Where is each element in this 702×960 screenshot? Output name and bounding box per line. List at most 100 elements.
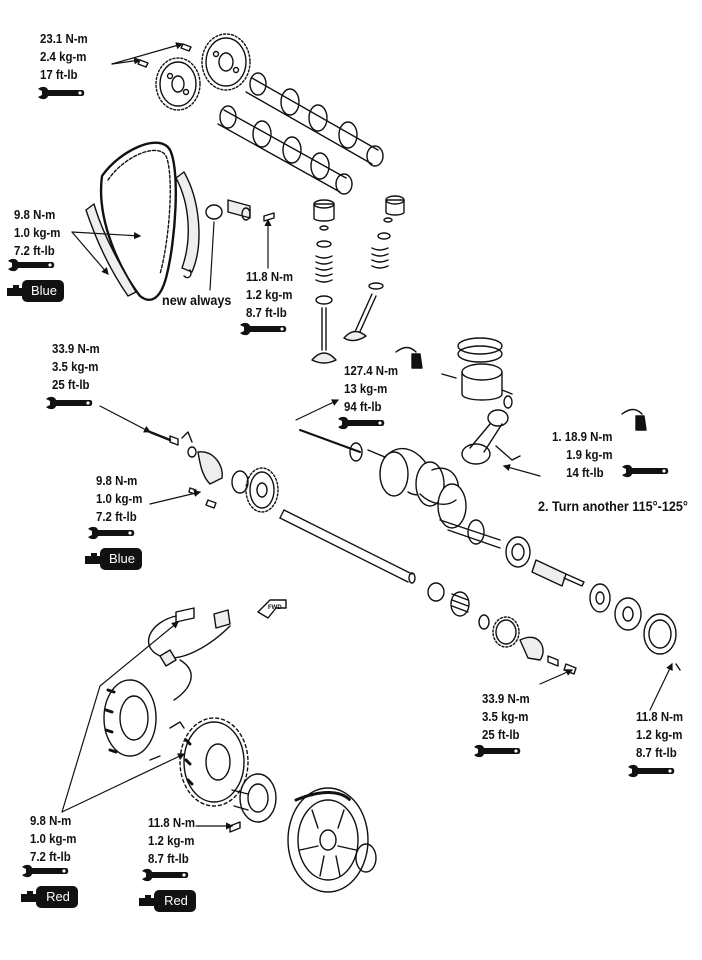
torque-kgm: 1.0 kg-m <box>14 225 61 240</box>
torque-nm: 11.8 N-m <box>148 815 196 830</box>
turn-another-note: 2. Turn another 115°-125° <box>538 498 688 514</box>
camshaft-exhaust <box>217 105 353 195</box>
torque-kgm: 1.2 kg-m <box>636 727 683 742</box>
torque-ftlb: 8.7 ft-lb <box>148 851 189 866</box>
torque-kgm: 2.4 kg-m <box>40 49 87 64</box>
torque-nm: 9.8 N-m <box>96 473 138 488</box>
gear-stack <box>427 582 577 675</box>
output-shaft <box>279 509 416 584</box>
left-crank-parts <box>148 430 279 513</box>
tag-label: Blue <box>30 283 58 298</box>
torque-nm: 9.8 N-m <box>30 813 72 828</box>
threadlock-bottle-icon <box>7 280 64 302</box>
torque-ftlb: 7.2 ft-lb <box>30 849 71 864</box>
chain-guide-front <box>85 203 137 297</box>
torque-ftlb: 7.2 ft-lb <box>96 509 137 524</box>
torque-nm: 1. 18.9 N-m <box>552 429 613 444</box>
cam-chain <box>99 141 177 301</box>
wrench-icon <box>338 416 385 430</box>
torque-left-crank-bolt: 33.9 N-m 3.5 kg-m 25 ft-lb <box>52 340 100 394</box>
torque-nm: 23.1 N-m <box>40 31 88 46</box>
wrench-icon <box>88 526 135 540</box>
torque-right-crank-bolt: 33.9 N-m 3.5 kg-m 25 ft-lb <box>482 690 530 744</box>
torque-kgm: 1.9 kg-m <box>566 447 613 462</box>
torque-tensioner-bolt: 11.8 N-m 1.2 kg-m 8.7 ft-lb <box>246 268 293 322</box>
wrench-icon <box>8 258 55 272</box>
torque-kgm: 1.0 kg-m <box>96 491 143 506</box>
torque-ftlb: 94 ft-lb <box>344 399 382 414</box>
wrench-icon <box>142 868 189 882</box>
starter-clutch <box>231 773 277 823</box>
threadlock-blue-tag: Blue <box>84 546 142 572</box>
torque-nm: 33.9 N-m <box>482 691 530 706</box>
torque-conrod-bolt: 1. 18.9 N-m 1.9 kg-m 14 ft-lb <box>552 428 613 482</box>
torque-bearing-retainer-bolts: 9.8 N-m 1.0 kg-m 7.2 ft-lb <box>96 472 142 526</box>
wrench-icon <box>628 764 675 778</box>
torque-ftlb: 17 ft-lb <box>40 67 78 82</box>
valve-assembly-left <box>311 199 337 364</box>
fwd-label: FWD <box>268 605 282 611</box>
threadlock-bottle-icon <box>139 890 196 912</box>
torque-nm: 33.9 N-m <box>52 341 100 356</box>
torque-kgm: 1.2 kg-m <box>148 833 195 848</box>
stator <box>103 679 185 761</box>
threadlock-red-tag: Red <box>138 888 196 914</box>
valve-assembly-right <box>343 195 405 342</box>
threadlock-bottle-icon <box>85 548 142 570</box>
wrench-icon <box>474 744 521 758</box>
torque-kgm: 3.5 kg-m <box>482 709 529 724</box>
wrench-icon <box>46 396 93 410</box>
wrench-icon <box>38 86 85 100</box>
torque-ftlb: 7.2 ft-lb <box>14 243 55 258</box>
camshaft-intake <box>245 72 384 167</box>
sprocket-bolt <box>180 43 192 52</box>
tag-label: Red <box>164 893 188 908</box>
leader-lines <box>61 42 673 830</box>
rotor <box>179 717 249 807</box>
torque-kgm: 13 kg-m <box>344 381 388 396</box>
torque-ftlb: 8.7 ft-lb <box>636 745 677 760</box>
torque-stator-bolts: 9.8 N-m 1.0 kg-m 7.2 ft-lb <box>30 812 76 866</box>
torque-chain-guide-bolts: 9.8 N-m 1.0 kg-m 7.2 ft-lb <box>14 206 60 260</box>
torque-cover-bolt: 11.8 N-m 1.2 kg-m 8.7 ft-lb <box>636 708 683 762</box>
torque-kgm: 3.5 kg-m <box>52 359 99 374</box>
threadlock-red-tag: Red <box>20 884 78 910</box>
torque-nm: 11.8 N-m <box>246 269 294 284</box>
torque-ftlb: 14 ft-lb <box>566 465 604 480</box>
torque-nm: 9.8 N-m <box>14 207 56 222</box>
o-ring <box>355 843 377 873</box>
flywheel-bolt <box>229 821 241 833</box>
crankshaft <box>299 429 501 549</box>
torque-crank-nut: 127.4 N-m 13 kg-m 94 ft-lb <box>344 362 398 416</box>
fwd-arrow: FWD <box>257 599 287 619</box>
tag-label: Red <box>46 889 70 904</box>
cam-sprocket-upper <box>201 33 251 91</box>
threadlock-bottle-icon <box>21 886 78 908</box>
threadlock-blue-tag: Blue <box>6 278 64 304</box>
connecting-rod <box>461 409 521 465</box>
tag-label: Blue <box>108 551 136 566</box>
chain-tensioner-guide <box>175 171 200 273</box>
cam-chain-tensioner <box>205 199 275 222</box>
oil-can-icon <box>395 346 423 369</box>
torque-kgm: 1.2 kg-m <box>246 287 293 302</box>
right-shaft-parts <box>505 536 681 671</box>
sprocket-bolt <box>137 59 149 68</box>
starter-gear <box>287 787 369 893</box>
wrench-icon <box>22 864 69 878</box>
torque-nm: 127.4 N-m <box>344 363 399 378</box>
torque-ftlb: 25 ft-lb <box>482 727 520 742</box>
wiring-harness <box>147 607 231 701</box>
cam-sprocket-lower <box>155 57 201 111</box>
torque-kgm: 1.0 kg-m <box>30 831 77 846</box>
oil-can-icon <box>621 408 647 431</box>
torque-flywheel-bolts: 11.8 N-m 1.2 kg-m 8.7 ft-lb <box>148 814 195 868</box>
new-always-note: new always <box>162 292 232 308</box>
torque-cam-sprocket-bolts: 23.1 N-m 2.4 kg-m 17 ft-lb <box>40 30 88 84</box>
torque-ftlb: 8.7 ft-lb <box>246 305 287 320</box>
torque-ftlb: 25 ft-lb <box>52 377 90 392</box>
piston <box>441 337 513 409</box>
torque-nm: 11.8 N-m <box>636 709 684 724</box>
